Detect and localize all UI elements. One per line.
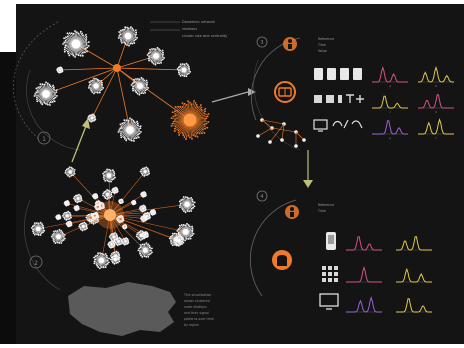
legend-bottom-1: Reference [318, 203, 334, 207]
signal-label: d [435, 110, 437, 114]
person-icon [283, 37, 297, 51]
signal-label: a [389, 84, 391, 88]
head-icon [272, 250, 292, 270]
panel-number-1: 1 [42, 136, 46, 143]
legend-item-1: Reference [318, 37, 334, 41]
caption-line-4: and their signal [184, 311, 209, 315]
tree-node [268, 140, 272, 144]
caption-line-6: by region [184, 323, 199, 327]
legend-item-3: Value [318, 49, 327, 53]
panel-number-3: 3 [260, 40, 263, 46]
title-line-3: cluster size and centrality [182, 34, 227, 38]
caption-line-5: patterns over time [184, 317, 214, 321]
tree-node [256, 134, 260, 138]
panel-number-4: 4 [260, 194, 263, 200]
bottom-left-hub [104, 209, 116, 221]
caption-line-2: shows clustered [184, 299, 210, 303]
tree-node [294, 144, 298, 148]
title-line-2: relations [182, 27, 197, 31]
top-left-hub [113, 64, 121, 72]
caption-line-1: This visualization [183, 293, 211, 297]
white-gap-top [0, 0, 464, 4]
signal-label: e [389, 136, 391, 140]
caption-line-3: node relations [184, 305, 207, 309]
board-edge-left [0, 52, 16, 344]
phone-icon [326, 232, 336, 250]
panel-number-2: 2 [34, 260, 38, 267]
white-gap-top-left [0, 0, 16, 52]
person-icon-bottom [285, 205, 299, 219]
title-line-1: Dandelion network [182, 20, 216, 24]
legend-item-2: Time [317, 43, 326, 47]
grid-icon [322, 266, 338, 282]
legend-bottom-2: Time [317, 209, 326, 213]
tree-node [302, 138, 306, 142]
signal-label: b [435, 84, 437, 88]
tree-node [280, 138, 284, 142]
